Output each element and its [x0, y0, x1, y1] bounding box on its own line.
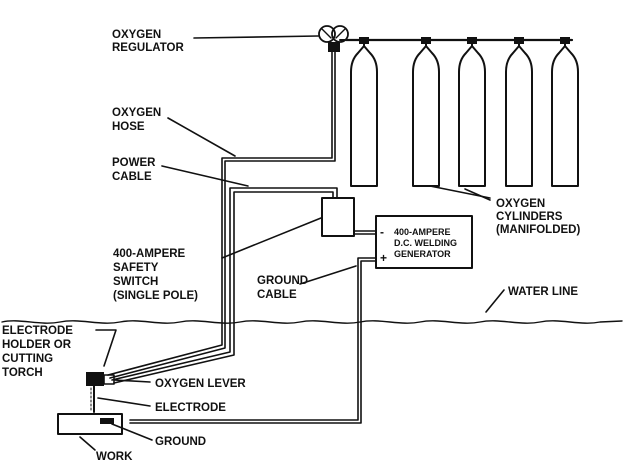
label-oxygen-cylinders: OXYGEN CYLINDERS (MANIFOLDED) — [496, 198, 580, 236]
label-ground-cable: GROUND CABLE — [257, 275, 311, 301]
cylinder-2 — [412, 37, 440, 187]
power-cable — [111, 187, 338, 381]
cylinder-3 — [458, 37, 486, 187]
cylinder-4 — [505, 37, 533, 187]
label-oxygen-hose: OXYGEN HOSE — [112, 107, 164, 133]
label-safety-switch: 400-AMPERE SAFETY SWITCH (SINGLE POLE) — [113, 248, 198, 302]
ground-cable — [129, 257, 377, 421]
cylinder-5 — [551, 37, 579, 187]
label-electrode: ELECTRODE — [155, 402, 226, 414]
label-water-line: WATER LINE — [508, 286, 578, 298]
label-power-cable: POWER CABLE — [112, 157, 159, 183]
label-oxygen-lever: OXYGEN LEVER — [155, 378, 246, 390]
generator-box — [375, 215, 473, 269]
label-electrode-holder: ELECTRODE HOLDER OR CUTTING TORCH — [2, 325, 76, 379]
oxygen-regulator — [318, 25, 349, 52]
water-line — [1, 320, 623, 324]
generator-minus-sign: - — [380, 225, 384, 239]
generator-plus-sign: + — [380, 251, 387, 265]
safety-switch-box — [321, 197, 355, 237]
leader-lines — [79, 35, 505, 451]
ground-clamp — [100, 418, 114, 424]
label-work: WORK — [96, 451, 133, 463]
work-piece — [57, 413, 123, 435]
cylinder-1 — [350, 37, 378, 187]
oxygen-cylinders — [350, 37, 579, 187]
label-ground: GROUND — [155, 436, 206, 448]
oxygen-hose — [107, 51, 333, 376]
label-oxygen-regulator: OXYGEN REGULATOR — [112, 29, 184, 54]
label-generator: 400-AMPERE D.C. WELDING GENERATOR — [394, 227, 460, 259]
